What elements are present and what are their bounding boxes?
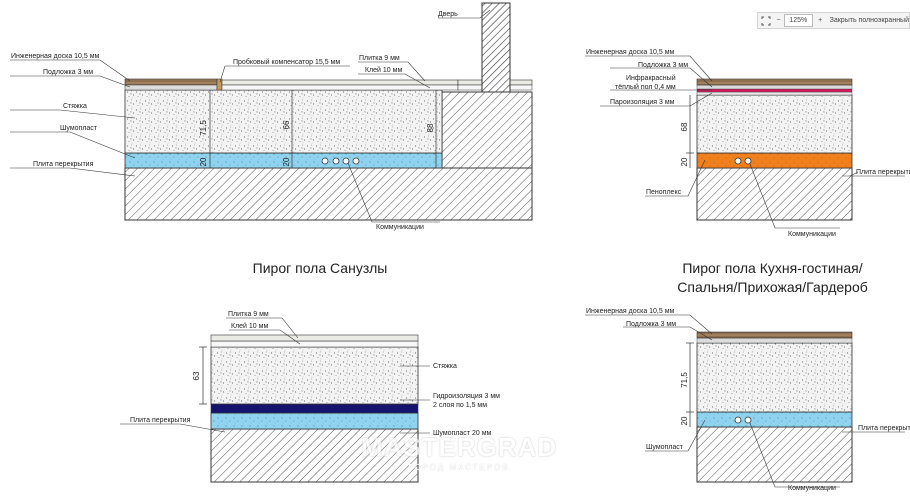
- label-engineered-board: Инженерная доска 10,5 мм: [11, 53, 100, 60]
- label-noiseplast: Шумопласт: [60, 125, 98, 132]
- label-waterproof-1: Гидроизоляция 3 мм: [433, 393, 500, 400]
- label-underlay-br: Подложка 3 мм: [626, 321, 676, 328]
- zoom-out-button[interactable]: −: [776, 17, 781, 24]
- dim-68: 68: [680, 122, 689, 131]
- zoom-level-field[interactable]: 125%: [784, 14, 813, 27]
- title-living-line1: Пирог пола Кухня-гостиная/: [682, 260, 863, 276]
- dim-20-c: 20: [680, 157, 689, 166]
- label-engineered-board-br: Инженерная доска 10,5 мм: [586, 308, 675, 315]
- label-engineered-board-r: Инженерная доска 10,5 мм: [586, 49, 675, 56]
- label-comms: Коммуникации: [376, 224, 424, 231]
- label-infrared-1: Инфракрасный: [626, 74, 676, 82]
- dim-20-a: 20: [199, 157, 208, 166]
- pipes: [321, 157, 360, 165]
- label-screed: Стяжка: [63, 103, 87, 110]
- label-comms-r: Коммуникации: [788, 231, 836, 238]
- viewer-toolbar: − 125% + Закрыть полноэкранный: [757, 12, 910, 29]
- dim-88: 88: [426, 123, 435, 132]
- dim-71-5-b: 71,5: [680, 372, 689, 388]
- watermark-logo: MASTERGRAD: [360, 432, 558, 462]
- label-screed-b: Стяжка: [433, 363, 457, 370]
- title-bathrooms: Пирог пола Санузлы: [252, 260, 388, 276]
- dim-63: 63: [192, 371, 201, 380]
- section-top-left: 71,5 66 88 20 20 Инженерная доска 10,5 м…: [10, 2, 533, 231]
- section-bottom-left: 63 Плитка 9 мм Клей 10 мм Стяжка Гидроиз…: [120, 311, 500, 483]
- label-vapor: Пароизоляция 3 мм: [610, 99, 675, 106]
- section-top-right: 68 20 Инженерная доска 10,5 мм Подложка …: [585, 49, 910, 238]
- label-noiseplast-20: Шумопласт 20 мм: [433, 430, 492, 437]
- title-living-line2: Спальня/Прихожая/Гардероб: [677, 279, 868, 295]
- label-underlay-r: Подложка 3 мм: [638, 62, 688, 69]
- dim-20-d: 20: [680, 416, 689, 425]
- label-infrared-2: тёплый пол 0,4 мм: [615, 83, 676, 91]
- dim-71-5: 71,5: [199, 120, 208, 136]
- dim-20-b: 20: [282, 157, 291, 166]
- label-noiseplast-br: Шумопласт: [646, 444, 684, 451]
- label-penoplex: Пеноплекс: [646, 189, 682, 196]
- label-glue: Клей 10 мм: [365, 66, 402, 74]
- fit-screen-icon[interactable]: [760, 14, 771, 27]
- label-slab-br: Плита перекрытия: [858, 425, 910, 432]
- label-tile-b: Плитка 9 мм: [228, 311, 269, 318]
- label-slab-r: Плита перекрытия: [856, 169, 910, 176]
- label-slab-b: Плита перекрытия: [130, 417, 191, 424]
- zoom-in-button[interactable]: +: [818, 17, 823, 24]
- label-underlay: Подложка 3 мм: [43, 69, 93, 76]
- label-cork: Пробковый компенсатор 15,5 мм: [233, 58, 340, 66]
- label-door: Дверь: [438, 11, 458, 18]
- close-fullscreen-link[interactable]: Закрыть полноэкранный: [829, 17, 909, 24]
- label-comms-br: Коммуникации: [788, 485, 836, 492]
- watermark-subtitle: ГОРОД МАСТЕРОВ: [408, 463, 510, 472]
- label-tile: Плитка 9 мм: [359, 55, 400, 62]
- label-glue-b: Клей 10 мм: [231, 322, 268, 330]
- title-living: Пирог пола Кухня-гостиная/ Спальня/Прихо…: [655, 259, 890, 297]
- label-waterproof-2: 2 слоя по 1,5 мм: [433, 402, 487, 409]
- section-bottom-right: 71,5 20 Инженерная доска 10,5 мм Подложк…: [585, 308, 910, 492]
- label-slab: Плита перекрытия: [33, 161, 94, 168]
- dim-66: 66: [282, 120, 291, 129]
